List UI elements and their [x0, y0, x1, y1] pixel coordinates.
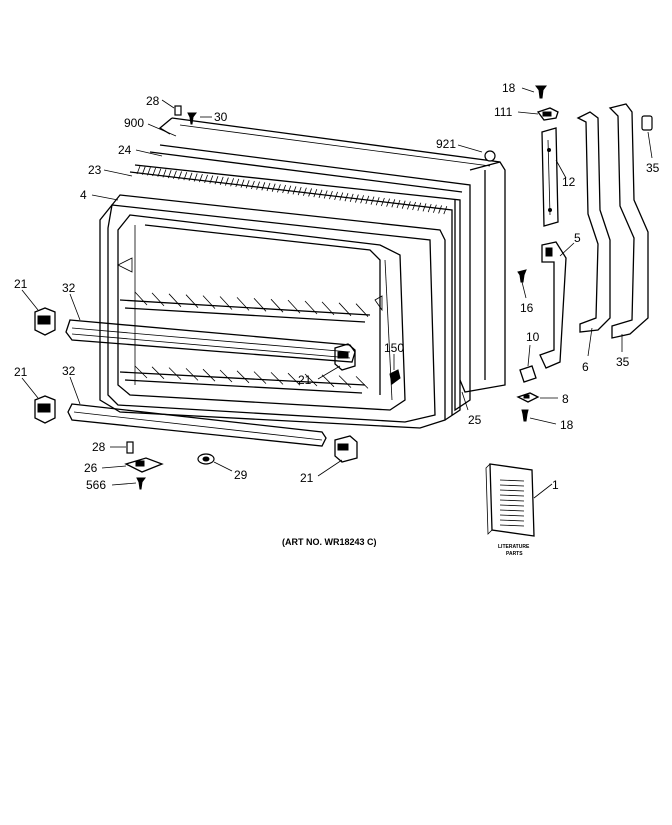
bracket-5	[539, 241, 567, 369]
callout-28-top: 28	[146, 94, 160, 108]
shim-150-icon	[389, 369, 401, 385]
gasket-stripes	[136, 165, 448, 215]
callout-28-bottom: 28	[92, 440, 106, 454]
callout-35-top: 35	[646, 161, 660, 175]
screw-16-icon	[517, 269, 527, 283]
callout-21-right-upper: 21	[298, 373, 312, 387]
callout-21-left-upper: 21	[14, 277, 28, 291]
callout-30: 30	[214, 110, 228, 124]
callout-6: 6	[582, 360, 589, 374]
callout-29: 29	[234, 468, 248, 482]
callout-111: 111	[494, 105, 513, 119]
callout-150: 150	[384, 341, 404, 355]
leader-lines	[21, 87, 653, 499]
screw-566-icon	[136, 477, 146, 490]
art-number-caption: (ART NO. WR18243 C)	[282, 537, 377, 547]
callout-32-lower: 32	[62, 364, 76, 378]
callout-25: 25	[468, 413, 482, 427]
liner-ribs-upper	[134, 291, 369, 317]
shelf-end-cap-left-upper	[34, 307, 56, 336]
door-shelf-lower	[67, 403, 327, 447]
hinge-plate-12	[541, 127, 559, 227]
callout-32-upper: 32	[62, 281, 76, 295]
door-gasket	[129, 144, 471, 421]
callout-4: 4	[80, 188, 87, 202]
screw-18-bottom-icon	[521, 409, 529, 422]
stop-10	[519, 365, 537, 383]
booklet-label-line1: LITERATURE	[498, 544, 530, 550]
washer-29-icon	[197, 453, 215, 465]
callout-921: 921	[436, 137, 456, 151]
callout-labels: 28 30 900 24 23 4 921 18 111 12 35 5 16 …	[14, 81, 660, 492]
shelf-end-cap-right-lower	[334, 435, 358, 463]
callout-12: 12	[562, 175, 576, 189]
callout-5: 5	[574, 231, 581, 245]
liner-ribs-lower	[134, 365, 369, 389]
screw-18-top-icon	[535, 85, 547, 99]
callout-566: 566	[86, 478, 106, 492]
screw-28-top-icon	[174, 105, 182, 116]
clip-8	[516, 392, 540, 403]
shelf-end-cap-left-lower	[34, 395, 56, 424]
handle-35	[608, 103, 649, 339]
callout-21-left-lower: 21	[14, 365, 28, 379]
screw-30-icon	[187, 112, 197, 125]
callout-23: 23	[88, 163, 102, 177]
booklet-label-line2: PARTS	[506, 551, 523, 557]
callout-8: 8	[562, 392, 569, 406]
door-liner	[99, 194, 446, 429]
callout-18-top: 18	[502, 81, 516, 95]
callout-1: 1	[552, 478, 559, 492]
cap-35-icon	[641, 115, 653, 131]
plug-28-bottom-icon	[126, 441, 134, 454]
callout-21-right-lower: 21	[300, 471, 314, 485]
callout-900: 900	[124, 116, 144, 130]
callout-18-bottom: 18	[560, 418, 574, 432]
plug-921-icon	[484, 150, 496, 162]
hinge-pin-26	[124, 457, 164, 473]
literature-booklet: LITERATURE PARTS	[485, 463, 535, 557]
shelf-end-cap-right-upper	[334, 343, 356, 371]
callout-26: 26	[84, 461, 98, 475]
callout-10: 10	[526, 330, 540, 344]
callout-16: 16	[520, 301, 534, 315]
hinge-bracket-111	[536, 107, 559, 121]
door-shelf-upper	[65, 319, 356, 363]
handle-6	[576, 111, 611, 333]
callout-35-bottom: 35	[616, 355, 630, 369]
outer-door-panel	[158, 117, 506, 393]
callout-24: 24	[118, 143, 132, 157]
